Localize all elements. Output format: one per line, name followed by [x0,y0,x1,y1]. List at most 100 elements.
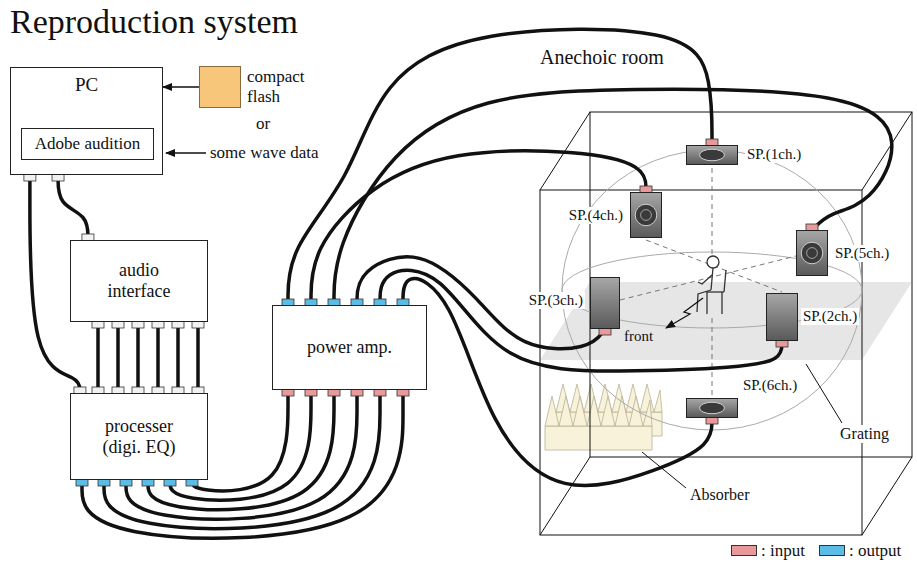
speaker-grille [687,146,737,164]
cable [176,322,180,393]
legend-text: : input [761,541,805,561]
connector-jack [186,479,198,486]
box-label: audio interface [91,260,187,301]
connector-jack [142,479,154,486]
speaker-grille [687,399,737,417]
cable [136,322,140,393]
legend: : input : output [731,541,915,561]
cable [196,322,200,393]
speaker-label: SP.(5ch.) [833,245,891,262]
connector-jack [164,479,176,486]
speaker: SP.(3ch.) [590,277,620,329]
cable [116,322,120,393]
device-box: audio interface [70,240,208,322]
room-edge [862,457,912,535]
leader-line [806,364,842,423]
speaker-cone [700,402,725,414]
card-label: compact flash [247,67,327,106]
speaker-label: SP.(3ch.) [527,292,585,309]
listener [698,275,712,284]
connector-jack [192,321,204,328]
chair [721,292,722,314]
room-back-face [590,112,912,457]
leader-line [642,452,686,488]
speaker-grille [797,231,827,275]
annotation-label: Anechoic room [540,46,664,69]
speaker: SP.(2ch.) [766,293,798,341]
annotation-label: Grating [838,425,891,443]
connector-jack [351,389,363,396]
speaker-cone [807,248,818,259]
speaker: SP.(5ch.) [796,230,828,276]
axis-line [646,240,782,292]
speaker-label: SP.(6ch.) [741,377,799,394]
connector-jack [24,174,36,181]
absorber-block [545,426,652,450]
legend-item: : input [731,541,819,561]
connector-jack [152,321,164,328]
connector-jack [599,328,611,335]
speaker-cone [700,149,725,161]
connector-jack [52,174,64,181]
speaker-label: SP.(2ch.) [801,308,859,325]
annotation-label: or [256,114,270,134]
connector-jack [112,321,124,328]
speaker-label: SP.(1ch.) [745,146,803,163]
device-box: power amp. [272,305,427,390]
annotation-label: front [622,328,655,345]
listener [711,268,713,290]
annotation-label: Absorber [690,486,750,504]
cable [380,270,782,371]
axis-line [712,318,713,396]
chair [706,292,707,314]
arrow [163,86,199,88]
connector-jack [92,321,104,328]
pc-box: PCAdobe audition [10,67,163,175]
speaker: SP.(1ch.) [686,145,738,165]
connector-jack [282,389,294,396]
cable [58,175,88,240]
legend-text: : output [849,541,901,561]
cable [288,29,712,305]
listener-head [707,256,719,268]
room-edge [862,112,912,190]
connector-jack [132,321,144,328]
connector-jack [98,479,110,486]
chair [724,270,726,292]
room-edge [540,457,590,535]
axis-line [712,168,713,254]
diagram-title: Reproduction system [10,2,298,41]
connector-jack [305,389,317,396]
box-label: PC [75,74,98,96]
legend-swatch [819,545,845,556]
speaker-cone [641,210,652,221]
connector-jack [397,389,409,396]
connector-jack [120,479,132,486]
speaker-cone [801,242,823,264]
speaker-cone [635,204,657,226]
cable [403,279,712,486]
connector-jack [76,479,88,486]
connector-jack [374,389,386,396]
box-label: power amp. [307,337,392,358]
device-box: processer (digi. EQ) [70,393,208,480]
cable [156,322,160,393]
box-label: processer (digi. EQ) [89,416,189,457]
sphere-outline [562,150,862,430]
annotation-label: some wave data [210,143,319,163]
input-arrow [166,152,206,154]
cable [96,322,100,393]
connector-jack [706,417,718,424]
connector-jack [328,389,340,396]
memory-card: compact flash [199,66,241,108]
room-front-face [540,190,862,535]
speaker-label: SP.(4ch.) [567,207,625,224]
speaker: SP.(6ch.) [686,398,738,418]
speaker-grille [631,193,661,237]
legend-item: : output [819,541,915,561]
chair [706,291,724,292]
front-arrow [666,298,703,328]
connector-jack [172,321,184,328]
legend-swatch [731,545,757,556]
